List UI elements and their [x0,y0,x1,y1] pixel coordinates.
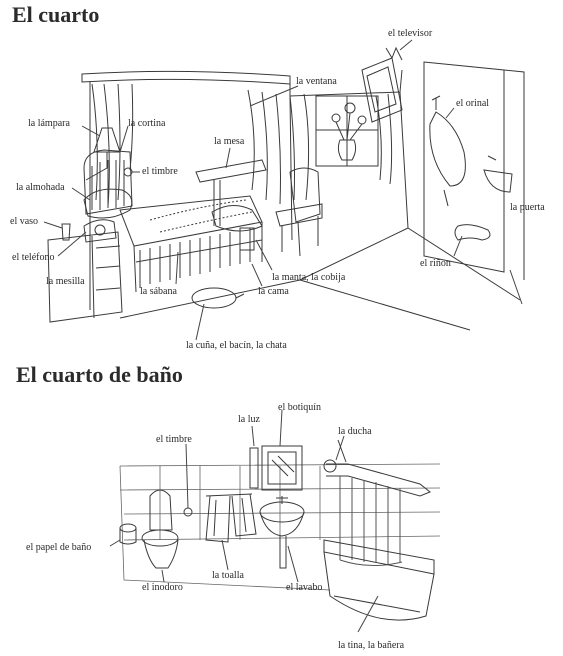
bed [120,196,262,292]
overbed-table [196,160,266,226]
pillow [84,189,132,218]
label-door: la puerta [510,202,545,213]
towel [206,494,256,542]
wall-sink [484,156,512,192]
label-cabinet: el botiquín [278,402,322,413]
label-phone: el teléfono [12,252,55,263]
shower-curtain [340,476,402,566]
medicine-cabinet [262,446,302,490]
curtain-left [92,84,133,206]
bathroom-scene [110,410,440,632]
wash-basin [260,496,304,568]
bath-leader-lines [110,410,378,632]
label-nightstand: la mesilla [46,276,85,287]
label-glass: el vaso [10,216,39,227]
room-floor [120,228,470,330]
room-walls [90,70,520,310]
label-urinal: el orinal [456,98,490,109]
bedpan [192,288,244,308]
bathroom-title: El cuarto de baño [16,362,183,387]
curtain-right [248,90,295,204]
label-toilet: el inodoro [142,582,183,593]
toilet [142,490,178,568]
shower-rail [324,440,430,496]
label-bed: la cama [258,286,289,297]
window-frame [304,94,392,200]
label-room-bell: el timbre [142,166,178,177]
nightstand-cabinet [48,232,122,322]
flower-vase [332,103,366,160]
bathroom-door [424,62,524,280]
label-kidney-basin: el riñon [420,258,451,269]
room-leader-lines [44,40,522,340]
label-blanket: la manta, la cobija [272,272,346,283]
label-pillow: la almohada [16,182,65,193]
label-toilet-paper: el papel de baño [26,542,92,553]
label-tv: el televisor [388,28,433,39]
label-sink: el lavabo [286,582,323,593]
tiled-wall [120,464,440,590]
label-sheet: la sábana [140,286,177,297]
label-curtain: la cortina [128,118,166,129]
label-light: la luz [238,414,260,425]
curtain-rail [82,71,290,84]
bathtub [324,540,434,620]
label-lamp: la lámpara [28,118,70,129]
kidney-basin [455,225,490,240]
urinal-bottle [430,96,466,206]
label-window: la ventana [296,76,337,87]
label-bath-bell: el timbre [156,434,192,445]
bath-call-bell [184,508,192,516]
bed-chart [240,228,254,250]
toilet-paper-roll [120,524,136,544]
label-bedpan: la cuña, el bacín, la chata [186,340,287,351]
label-towel: la toalla [212,570,244,581]
label-shower: la ducha [338,426,372,437]
room-scene [44,40,524,340]
tv-set [362,48,402,122]
bed-headboard [84,150,132,214]
room-title: El cuarto [12,2,100,27]
armchair [276,168,322,256]
wall-light [250,448,258,488]
label-table: la mesa [214,136,245,147]
telephone [84,220,116,242]
blanket [212,205,262,231]
glass [62,224,70,240]
label-tub: la tina, la bañera [338,640,405,651]
